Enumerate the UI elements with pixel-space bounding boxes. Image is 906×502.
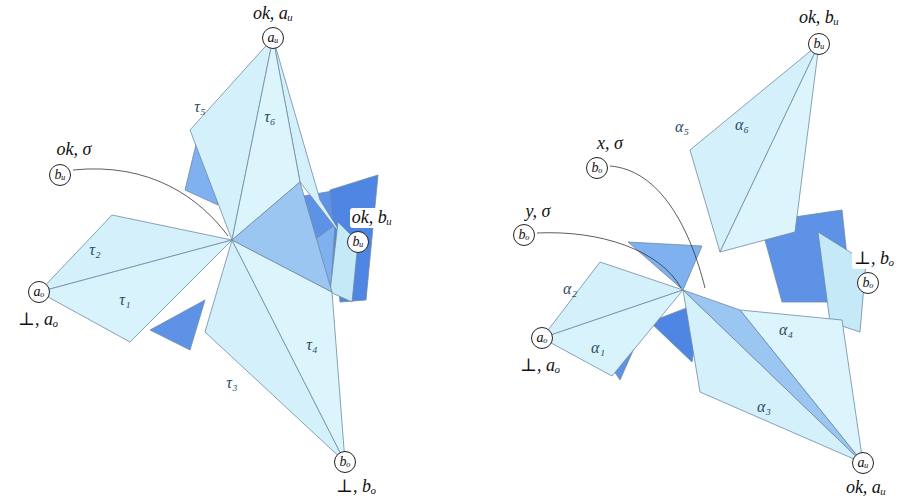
left-polyhedron: [39, 38, 378, 462]
leader-line: [610, 166, 705, 288]
vertex-label: aₒ: [34, 285, 45, 299]
face-label: τ₆: [264, 109, 275, 125]
leader-line: [73, 169, 228, 236]
face-label: α₁: [591, 340, 605, 356]
vertex-circle: ⊥, bₒbₒ: [334, 451, 356, 473]
vertex-circle: ok, bᵤbᵤ: [808, 33, 830, 55]
state-annotation: x, σ: [595, 134, 625, 154]
fold-face: [683, 290, 863, 463]
fold-face: [720, 44, 819, 252]
face-label: α₂: [563, 281, 577, 297]
state-annotation: ok, bᵤ: [350, 208, 394, 228]
state-annotation: ok, σ: [55, 140, 94, 160]
vertex-circle: ok, aᵤaᵤ: [852, 452, 874, 474]
state-annotation: ⊥, bₒ: [852, 249, 896, 269]
vertex-circle: y, σbₒ: [513, 224, 535, 246]
face-label: τ₄: [306, 337, 317, 353]
vertex-circle: ok, σbᵤ: [49, 164, 71, 186]
vertex-label: aᵤ: [267, 31, 278, 45]
vertex-circle: ⊥, bₒbₒ: [857, 272, 879, 294]
vertex-label: bᵤ: [54, 168, 65, 182]
vertex-circle: x, σbₒ: [586, 157, 608, 179]
state-annotation: y, σ: [524, 202, 553, 222]
face-label: α₆: [735, 117, 749, 133]
fold-face: [542, 290, 683, 376]
vertex-label: bₒ: [863, 276, 874, 290]
leader-line: [537, 233, 681, 288]
face-label: α₃: [757, 399, 771, 415]
vertex-circle: ok, bᵤbᵤ: [347, 231, 369, 253]
face-label: τ₅: [194, 99, 205, 115]
fold-face: [683, 290, 863, 463]
vertex-label: bᵤ: [352, 235, 363, 249]
state-annotation: ok, aᵤ: [251, 4, 295, 24]
state-annotation: ok, bᵤ: [797, 8, 841, 28]
vertex-circle: ⊥, aₒaₒ: [531, 327, 553, 349]
fold-face: [232, 182, 332, 292]
right-polyhedron: [537, 44, 866, 463]
vertex-circle: ⊥, aₒaₒ: [28, 281, 50, 303]
state-annotation: ok, aᵤ: [844, 478, 888, 498]
fold-face: [330, 175, 378, 302]
vertex-label: bₒ: [340, 455, 351, 469]
vertex-label: bᵤ: [813, 37, 824, 51]
face-label: τ₁: [119, 292, 130, 308]
face-label: τ₃: [226, 375, 237, 391]
fold-face: [39, 240, 232, 342]
state-annotation: ⊥, aₒ: [518, 356, 562, 376]
face-label: α₅: [675, 119, 689, 135]
vertex-label: bₒ: [519, 228, 530, 242]
fold-face: [690, 44, 819, 252]
fold-face: [232, 240, 345, 462]
vertex-label: aₒ: [537, 331, 548, 345]
face-label: τ₂: [89, 242, 100, 258]
vertex-circle: ok, aᵤaᵤ: [262, 27, 284, 49]
vertex-label: bₒ: [592, 161, 603, 175]
face-label: α₄: [779, 322, 793, 338]
vertex-label: aᵤ: [857, 456, 868, 470]
state-annotation: ⊥, aₒ: [16, 310, 60, 330]
state-annotation: ⊥, bₒ: [334, 477, 378, 497]
